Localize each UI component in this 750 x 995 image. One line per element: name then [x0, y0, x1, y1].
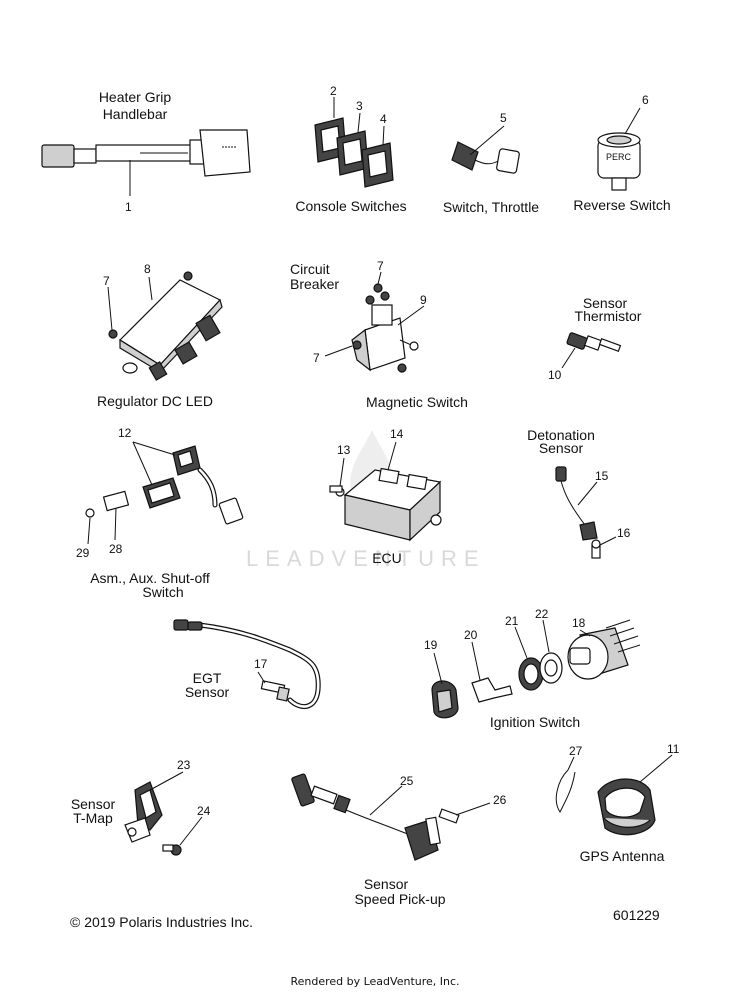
tmap-label-line2: T-Map: [73, 810, 113, 826]
callout-23: 23: [177, 758, 191, 772]
console-switch-4: [361, 142, 394, 188]
callout-4: 4: [380, 112, 387, 126]
callout-26: 26: [493, 793, 507, 807]
egt-sensor-group: 17 EGT Sensor: [173, 619, 321, 709]
thermistor-group: Sensor Thermistor 10: [548, 295, 642, 382]
speed-sensor-label-line1: Sensor: [364, 876, 409, 892]
detonation-sensor-part: [555, 466, 601, 559]
gps-antenna-part: [555, 769, 656, 836]
tmap-label-line1: Sensor: [71, 796, 116, 812]
throttle-switch-label: Switch, Throttle: [443, 199, 539, 215]
reverse-switch-part: PERC: [597, 132, 641, 191]
heater-grip-group: Heater Grip Handlebar 1: [41, 89, 251, 214]
speed-sensor-label-line2: Speed Pick-up: [354, 891, 445, 907]
circuit-breaker-label-line1: Circuit: [290, 261, 330, 277]
callout-22: 22: [535, 607, 549, 621]
callout-8: 8: [144, 262, 151, 276]
reverse-switch-perc-text: PERC: [606, 152, 632, 162]
callout-7c: 7: [313, 351, 320, 365]
callout-15: 15: [595, 469, 609, 483]
ecu-label: ECU: [372, 550, 402, 566]
egt-label-line1: EGT: [193, 670, 222, 686]
callout-14: 14: [390, 427, 404, 441]
throttle-switch-group: 5 Switch, Throttle: [443, 111, 539, 215]
callout-13: 13: [337, 443, 351, 457]
throttle-switch-part: [451, 141, 520, 174]
callout-27: 27: [569, 744, 583, 758]
aux-shutoff-label-line1: Asm., Aux. Shut-off: [90, 570, 210, 586]
aux-shutoff-label-line2: Switch: [142, 584, 183, 600]
magnetic-switch-label: Magnetic Switch: [366, 394, 468, 410]
regulator-part: [108, 271, 223, 381]
heater-grip-label-line2: Handlebar: [103, 106, 168, 122]
rendered-by-footer: Rendered by LeadVenture, Inc.: [290, 975, 460, 988]
callout-9: 9: [420, 293, 427, 307]
speed-sensor-group: 25 26 Sensor Speed Pick-up: [291, 773, 507, 907]
regulator-label: Regulator DC LED: [97, 393, 213, 409]
callout-6: 6: [642, 93, 649, 107]
aux-shutoff-group: 12 29 28 Asm., Aux. Shut-off Switch: [76, 426, 244, 600]
magnetic-switch-group: Circuit Breaker 7 9 7 Magnetic Switch: [290, 259, 468, 410]
regulator-group: 7 8 Regulator DC LED: [97, 262, 223, 409]
speed-sensor-part: [291, 773, 460, 861]
callout-3: 3: [356, 99, 363, 113]
callout-11: 11: [667, 742, 680, 756]
callout-2: 2: [330, 84, 337, 98]
callout-12: 12: [118, 426, 132, 440]
reverse-switch-group: PERC 6 Reverse Switch: [573, 93, 670, 213]
callout-21: 21: [505, 614, 519, 628]
watermark-text: LEADVENTURE: [246, 546, 486, 571]
diagram-number: 601229: [613, 907, 660, 923]
console-switches-group: 2 3 4 Console Switches: [295, 84, 406, 214]
gps-antenna-group: 27 11 GPS Antenna: [555, 742, 680, 864]
thermistor-label-line2: Thermistor: [575, 308, 642, 324]
reverse-switch-label: Reverse Switch: [573, 197, 670, 213]
callout-20: 20: [464, 628, 478, 642]
callout-7a: 7: [103, 274, 110, 288]
detonation-label-line2: Sensor: [539, 440, 584, 456]
heater-grip-label-line1: Heater Grip: [99, 89, 172, 105]
egt-sensor-part: [173, 619, 321, 709]
callout-25: 25: [400, 774, 414, 788]
callout-29: 29: [76, 546, 90, 560]
callout-19: 19: [424, 638, 438, 652]
callout-5: 5: [500, 111, 507, 125]
thermistor-part: [566, 332, 622, 353]
callout-28: 28: [109, 542, 123, 556]
tmap-sensor-part: [124, 781, 182, 856]
detonation-sensor-group: Detonation Sensor 15 16: [527, 427, 631, 559]
callout-7b: 7: [377, 259, 384, 273]
callout-16: 16: [617, 526, 631, 540]
callout-10: 10: [548, 368, 562, 382]
aux-shutoff-part: [85, 445, 244, 525]
magnetic-switch-part: [351, 283, 419, 373]
circuit-breaker-label-line2: Breaker: [290, 276, 339, 292]
ecu-part: [329, 467, 442, 542]
thermistor-label-line1: Sensor: [583, 295, 628, 311]
egt-label-line2: Sensor: [185, 684, 230, 700]
ecu-group: 14 13 ECU: [329, 427, 442, 566]
callout-24: 24: [197, 804, 211, 818]
console-switch-3: [336, 130, 369, 176]
gps-antenna-label: GPS Antenna: [580, 848, 665, 864]
ignition-switch-group: 19 20 21 22 18 Ignition Switch: [424, 607, 641, 730]
copyright-text: © 2019 Polaris Industries Inc.: [70, 914, 253, 930]
heater-grip-part: [41, 129, 251, 177]
detonation-label-line1: Detonation: [527, 427, 595, 443]
ignition-switch-part: [431, 619, 641, 719]
console-switches-label: Console Switches: [295, 198, 406, 214]
callout-1: 1: [125, 200, 132, 214]
callout-18: 18: [572, 616, 586, 630]
callout-17: 17: [254, 657, 268, 671]
ignition-switch-label: Ignition Switch: [490, 714, 580, 730]
tmap-sensor-group: Sensor T-Map 23 24: [71, 758, 211, 856]
